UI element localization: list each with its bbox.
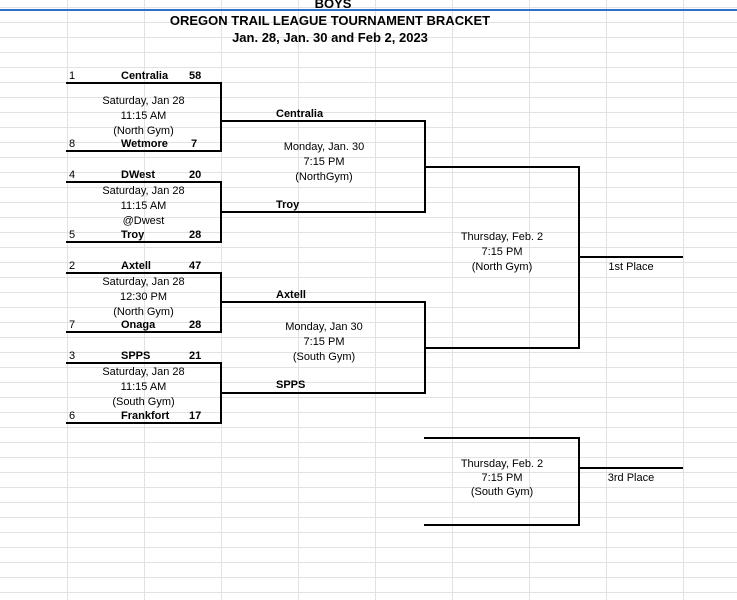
- third-place-label: 3rd Place: [607, 472, 655, 484]
- team-name: Onaga: [121, 319, 156, 331]
- bracket-line: [220, 82, 222, 152]
- game-time: 11:15 AM: [120, 381, 167, 393]
- selection-border: [0, 9, 737, 11]
- team-name: Axtell: [121, 260, 151, 272]
- game-day: Saturday, Jan 28: [102, 95, 185, 107]
- game-site: (North Gym): [471, 261, 533, 273]
- sheet-top-label: BOYS: [314, 0, 352, 11]
- team-score: 28: [189, 229, 202, 241]
- game-time: 7:15 PM: [481, 472, 523, 484]
- game-time: 12:30 PM: [119, 291, 168, 303]
- game-day: Saturday, Jan 28: [102, 366, 185, 378]
- team-name: SPPS: [276, 379, 306, 391]
- game-site: (South Gym): [470, 486, 534, 498]
- game-day: Thursday, Feb. 2: [460, 458, 544, 470]
- team-score: 28: [189, 319, 202, 331]
- bracket-line: [578, 256, 683, 258]
- bracket-line: [66, 422, 222, 424]
- seed: 4: [69, 169, 76, 181]
- bracket-line: [66, 362, 222, 364]
- bracket-line: [66, 331, 222, 333]
- team-name: Troy: [121, 229, 145, 241]
- bracket-line: [66, 272, 222, 274]
- bracket-line: [66, 150, 222, 152]
- bracket-line: [220, 120, 426, 122]
- game-site: (NorthGym): [295, 171, 353, 183]
- game-time: 7:15 PM: [481, 246, 523, 258]
- game-site: @Dwest: [122, 215, 165, 227]
- seed: 6: [69, 410, 76, 422]
- game-time: 11:15 AM: [120, 110, 167, 122]
- game-site: (South Gym): [292, 351, 356, 363]
- seed: 7: [69, 319, 76, 331]
- team-name: Axtell: [276, 289, 306, 301]
- seed: 3: [69, 350, 76, 362]
- bracket-line: [424, 347, 580, 349]
- team-score: 17: [189, 410, 202, 422]
- bracket-line: [424, 524, 580, 526]
- game-site: (North Gym): [113, 125, 174, 137]
- bracket-line: [66, 181, 222, 183]
- game-time: 7:15 PM: [303, 156, 345, 168]
- team-score: 20: [189, 169, 202, 181]
- game-site: (North Gym): [113, 306, 174, 318]
- game-time: 7:15 PM: [303, 336, 345, 348]
- game-day: Saturday, Jan 28: [102, 276, 185, 288]
- bracket-line: [220, 301, 426, 303]
- page-dates: Jan. 28, Jan. 30 and Feb 2, 2023: [232, 30, 428, 45]
- bracket-line: [66, 82, 222, 84]
- bracket-line: [578, 467, 683, 469]
- team-name: Troy: [276, 199, 300, 211]
- team-name: Centralia: [121, 70, 169, 82]
- game-time: 11:15 AM: [120, 200, 167, 212]
- team-name: SPPS: [121, 350, 151, 362]
- bracket-line: [424, 166, 580, 168]
- page-title: OREGON TRAIL LEAGUE TOURNAMENT BRACKET: [169, 13, 491, 28]
- game-site: (South Gym): [112, 396, 175, 408]
- game-day: Saturday, Jan 28: [102, 185, 185, 197]
- game-day: Thursday, Feb. 2: [460, 231, 544, 243]
- seed: 5: [69, 229, 76, 241]
- team-score: 7: [191, 138, 198, 150]
- team-name: Frankfort: [121, 410, 170, 422]
- team-name: DWest: [121, 169, 156, 181]
- bracket-line: [220, 211, 426, 213]
- bracket-line: [220, 392, 426, 394]
- bracket-line: [66, 241, 222, 243]
- team-score: 47: [189, 260, 202, 272]
- seed: 8: [69, 138, 76, 150]
- game-day: Monday, Jan 30: [285, 321, 363, 333]
- team-score: 21: [189, 350, 202, 362]
- game-day: Monday, Jan. 30: [283, 141, 365, 153]
- first-place-label: 1st Place: [608, 261, 654, 273]
- team-name: Centralia: [276, 108, 324, 120]
- seed: 2: [69, 260, 76, 272]
- bracket-line: [578, 437, 580, 526]
- team-name: Wetmore: [121, 138, 168, 150]
- bracket-line: [424, 437, 580, 439]
- seed: 1: [69, 70, 76, 82]
- team-score: 58: [189, 70, 202, 82]
